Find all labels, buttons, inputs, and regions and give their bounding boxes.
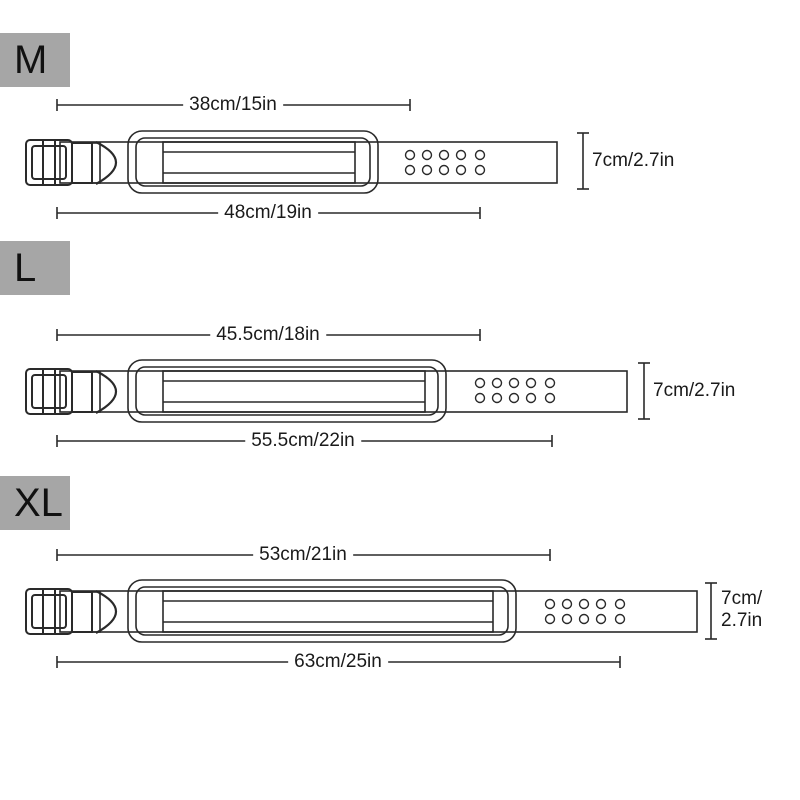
padding-m [127,130,379,194]
min-length-label-l: 45.5cm/18in [210,324,326,346]
reflective-panel-l [162,370,426,413]
size-block-l: L 45.5cm/18in [0,235,800,470]
strap-l [59,370,628,413]
buckle-icon [25,139,93,186]
height-label-xl-line-1: 7cm/ [721,588,763,609]
reflective-panel-xl [162,590,494,633]
d-ring-icon [95,141,117,185]
max-length-label-l: 55.5cm/22in [245,430,361,452]
size-block-m: M [0,0,800,235]
collar-l [25,329,650,447]
strap-m [59,141,558,184]
collar-m [25,99,589,219]
padding-l [127,359,447,423]
size-block-xl: XL 53cm/21in [0,470,800,800]
height-label-xl-line-2: 2.7in [721,610,763,631]
height-label-xl: 7cm/ 2.7in [721,588,762,632]
grommet-icon [404,149,486,176]
strap-xl [59,590,698,633]
height-label-l: 7cm/2.7in [653,380,736,401]
size-badge-m: M [0,33,70,87]
min-length-label-xl: 53cm/21in [253,544,353,566]
size-badge-xl: XL [0,476,70,530]
reflective-panel-m [162,141,356,184]
size-badge-l: L [0,241,70,295]
padding-xl [127,579,517,643]
min-length-label-m: 38cm/15in [183,94,283,116]
max-length-label-m: 48cm/19in [218,202,318,224]
max-length-label-xl: 63cm/25in [288,651,388,673]
collar-xl [25,549,717,668]
height-label-m: 7cm/2.7in [592,150,675,171]
